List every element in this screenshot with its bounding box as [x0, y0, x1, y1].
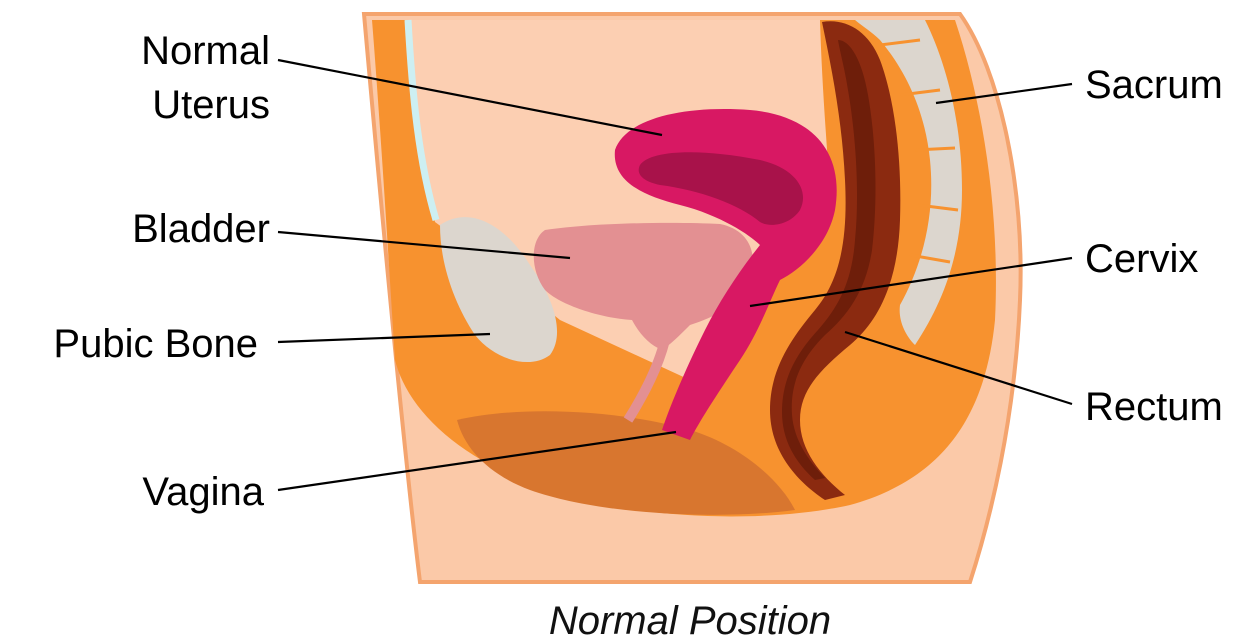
- label-uterus: Uterus: [152, 83, 270, 127]
- label-vagina: Vagina: [142, 470, 264, 514]
- label-pubic-bone: Pubic Bone: [53, 322, 258, 366]
- label-sacrum: Sacrum: [1085, 63, 1223, 107]
- label-cervix: Cervix: [1085, 237, 1198, 281]
- label-normal: Normal: [141, 29, 270, 73]
- label-bladder: Bladder: [132, 207, 270, 251]
- diagram-caption: Normal Position: [549, 599, 831, 643]
- label-rectum: Rectum: [1085, 385, 1223, 429]
